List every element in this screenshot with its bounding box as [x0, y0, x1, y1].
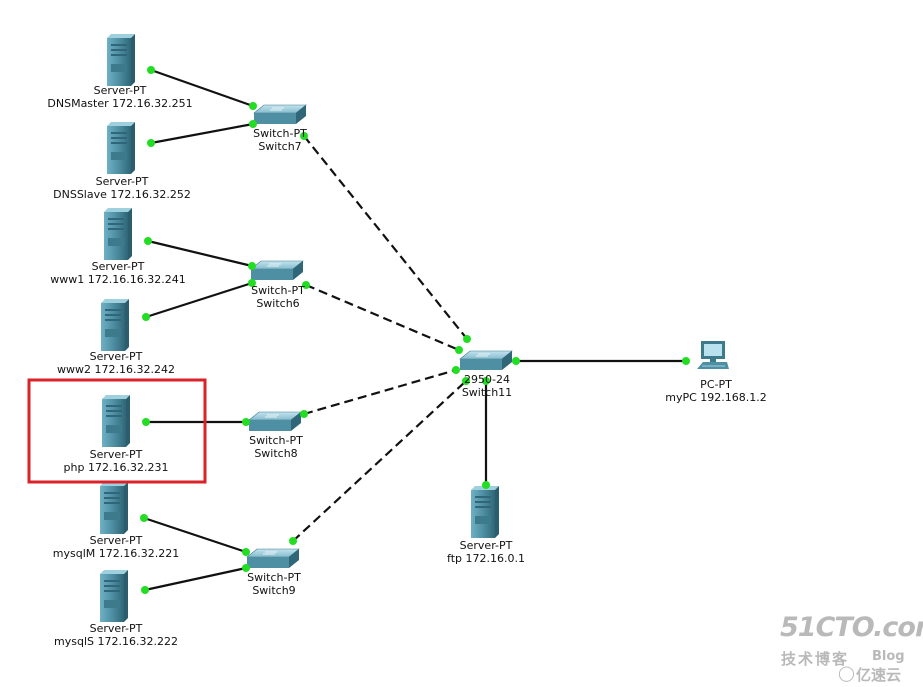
- switch9-label: Switch9: [252, 584, 296, 597]
- port-light-switch11: [463, 335, 471, 343]
- port-light-php: [142, 418, 150, 426]
- pc-mypc-icon[interactable]: [697, 341, 729, 369]
- server-mysqls-icon[interactable]: [100, 570, 128, 622]
- switch7-type: Switch-PT: [253, 127, 307, 140]
- port-light-switch9: [242, 548, 250, 556]
- server-dnsmaster-type: Server-PT: [93, 84, 147, 97]
- switch6-label: Switch6: [256, 297, 300, 310]
- link-www2-switch6[interactable]: [145, 281, 253, 319]
- server-www1-type: Server-PT: [91, 260, 145, 273]
- switch8-type: Switch-PT: [249, 434, 303, 447]
- watermark-logo-icon: ◯: [838, 664, 855, 682]
- port-light-switch11: [452, 366, 460, 374]
- link-dnsslave-switch7[interactable]: [150, 122, 254, 145]
- server-dnsmaster-label: DNSMaster 172.16.32.251: [47, 97, 193, 110]
- switch9-icon[interactable]: [246, 548, 300, 568]
- server-mysqls-type: Server-PT: [89, 622, 143, 635]
- server-www2-icon[interactable]: [101, 299, 129, 351]
- port-light-switch11: [512, 357, 520, 365]
- port-light-switch9: [242, 564, 250, 572]
- link-dnsmaster-switch7[interactable]: [150, 68, 254, 108]
- port-light-switch7: [249, 120, 257, 128]
- switch11-type: 2950-24: [464, 373, 510, 386]
- port-light-mysqlm: [140, 514, 148, 522]
- switch9-type: Switch-PT: [247, 571, 301, 584]
- port-light-switch6: [248, 279, 256, 287]
- watermark-blog: Blog: [872, 649, 905, 664]
- port-light-switch6: [302, 281, 310, 289]
- highlight-box-php: [27, 378, 207, 484]
- server-mysqlm-icon[interactable]: [100, 482, 128, 534]
- switch11-label: Switch11: [461, 386, 513, 399]
- server-ftp-icon[interactable]: [471, 486, 499, 538]
- server-ftp-type: Server-PT: [459, 539, 513, 552]
- server-dnsslave-label: DNSSlave 172.16.32.252: [53, 188, 191, 201]
- link-switch7-switch11[interactable]: [303, 135, 468, 340]
- switch8-label: Switch8: [254, 447, 298, 460]
- switch11-icon[interactable]: [459, 350, 513, 370]
- watermark-sub: 技术博客: [781, 650, 850, 668]
- link-mysqls-switch9[interactable]: [144, 566, 247, 592]
- port-light-switch7: [249, 102, 257, 110]
- port-light-www2: [142, 313, 150, 321]
- port-light-ftp: [482, 481, 490, 489]
- server-ftp-label: ftp 172.16.0.1: [447, 552, 525, 565]
- pc-mypc-type: PC-PT: [700, 378, 732, 391]
- link-switch6-switch11[interactable]: [305, 283, 460, 352]
- server-mysqlm-label: mysqlM 172.16.32.221: [52, 547, 180, 560]
- server-www1-icon[interactable]: [104, 208, 132, 260]
- switch6-icon[interactable]: [250, 260, 304, 280]
- server-php-type: Server-PT: [89, 448, 143, 461]
- port-light-mypc: [682, 357, 690, 365]
- server-www2-label: www2 172.16.32.242: [57, 363, 175, 376]
- server-www1-label: www1 172.16.16.32.241: [50, 273, 186, 286]
- server-php-label: php 172.16.32.231: [63, 461, 169, 474]
- switch6-type: Switch-PT: [251, 284, 305, 297]
- port-light-switch7: [300, 132, 308, 140]
- watermark-brand: 亿速云: [856, 666, 902, 684]
- port-light-switch8: [242, 418, 250, 426]
- port-light-switch11: [462, 377, 470, 385]
- pc-mypc-label: myPC 192.168.1.2: [665, 391, 767, 404]
- port-light-www1: [144, 237, 152, 245]
- switch7-label: Switch7: [258, 140, 302, 153]
- port-light-switch9: [289, 537, 297, 545]
- server-www2-type: Server-PT: [89, 350, 143, 363]
- server-mysqls-label: mysqlS 172.16.32.222: [54, 635, 178, 648]
- link-mysqlm-switch9[interactable]: [143, 516, 247, 554]
- link-switch9-switch11[interactable]: [292, 380, 467, 542]
- port-light-mysqls: [141, 586, 149, 594]
- switch8-icon[interactable]: [248, 411, 302, 431]
- switch7-icon[interactable]: [253, 104, 307, 124]
- server-dnsslave-type: Server-PT: [95, 175, 149, 188]
- port-light-switch11: [455, 346, 463, 354]
- server-dnsslave-icon[interactable]: [107, 122, 135, 174]
- server-dnsmaster-icon[interactable]: [107, 34, 135, 86]
- link-www1-switch6[interactable]: [147, 239, 253, 268]
- port-light-switch8: [300, 410, 308, 418]
- server-mysqlm-type: Server-PT: [89, 534, 143, 547]
- port-light-switch11: [482, 377, 490, 385]
- server-php-icon[interactable]: [102, 395, 130, 447]
- port-light-dnsmaster: [147, 66, 155, 74]
- port-light-switch6: [248, 262, 256, 270]
- link-switch8-switch11[interactable]: [303, 368, 457, 416]
- watermark-site: 51CTO.com: [780, 612, 923, 643]
- port-light-dnsslave: [147, 139, 155, 147]
